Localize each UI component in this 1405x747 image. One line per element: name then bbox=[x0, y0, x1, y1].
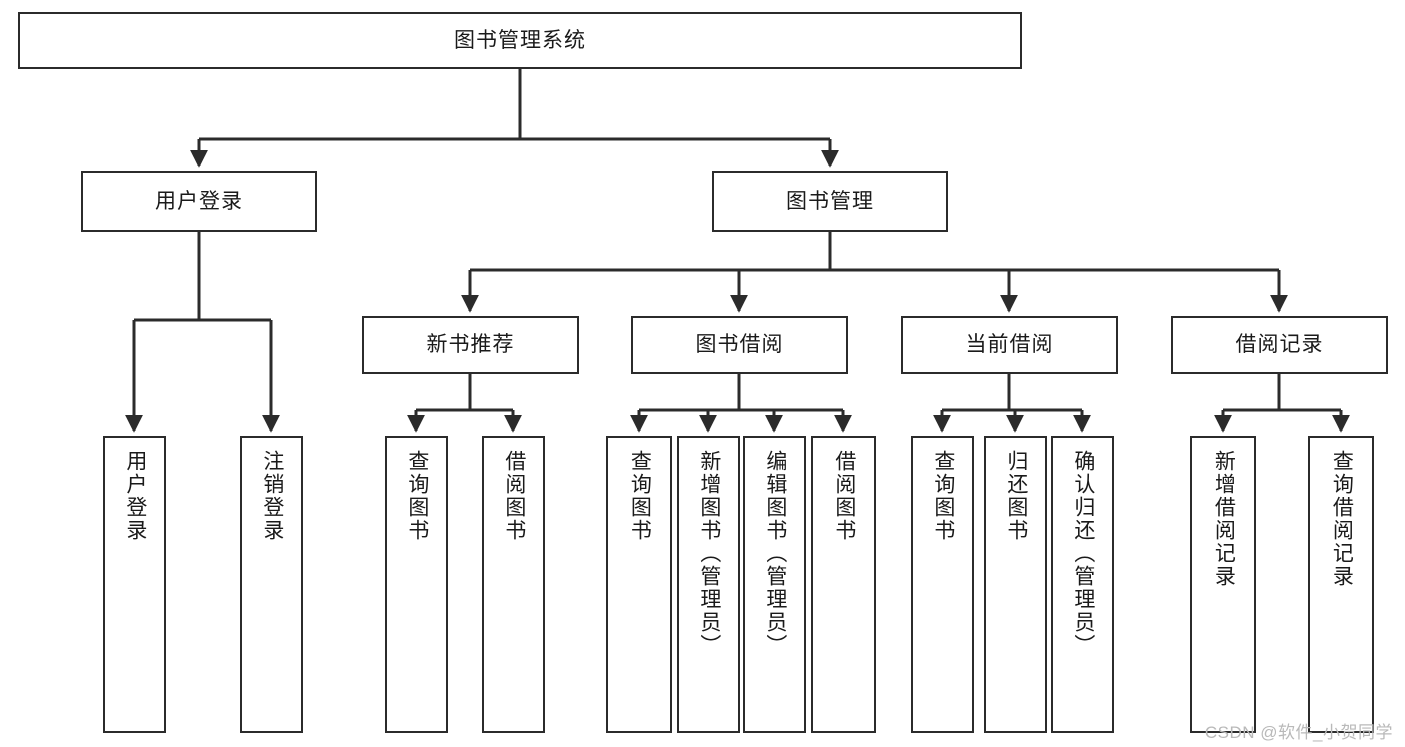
node-new-book-recommend[interactable]: 新书推荐 bbox=[362, 316, 579, 374]
leaf-add-borrow-record-label: 新增借阅记录 bbox=[1212, 450, 1236, 588]
leaf-query-book-borrow-label: 查询图书 bbox=[628, 450, 652, 542]
node-user-login-label: 用户登录 bbox=[155, 189, 243, 213]
leaf-logout[interactable]: 注销登录 bbox=[240, 436, 303, 733]
leaf-borrow-book-newbook[interactable]: 借阅图书 bbox=[482, 436, 545, 733]
node-user-login[interactable]: 用户登录 bbox=[81, 171, 317, 232]
leaf-add-borrow-record[interactable]: 新增借阅记录 bbox=[1190, 436, 1256, 733]
node-book-management[interactable]: 图书管理 bbox=[712, 171, 948, 232]
node-borrow-record[interactable]: 借阅记录 bbox=[1171, 316, 1388, 374]
leaf-user-login[interactable]: 用户登录 bbox=[103, 436, 166, 733]
node-current-borrow[interactable]: 当前借阅 bbox=[901, 316, 1118, 374]
leaf-borrow-book-label: 借阅图书 bbox=[832, 450, 856, 542]
leaf-confirm-return-admin[interactable]: 确认归还（管理员） bbox=[1051, 436, 1114, 733]
leaf-borrow-book-newbook-label: 借阅图书 bbox=[502, 450, 526, 542]
node-root-label: 图书管理系统 bbox=[454, 28, 586, 52]
leaf-query-book-newbook[interactable]: 查询图书 bbox=[385, 436, 448, 733]
leaf-confirm-return-admin-label: 确认归还（管理员） bbox=[1071, 450, 1095, 657]
leaf-return-book[interactable]: 归还图书 bbox=[984, 436, 1047, 733]
watermark: CSDN @软件_小贺同学 bbox=[1204, 723, 1393, 742]
leaf-query-borrow-record[interactable]: 查询借阅记录 bbox=[1308, 436, 1374, 733]
node-book-borrow[interactable]: 图书借阅 bbox=[631, 316, 848, 374]
node-borrow-record-label: 借阅记录 bbox=[1235, 333, 1324, 357]
leaf-user-login-label: 用户登录 bbox=[123, 450, 147, 542]
leaf-query-book-borrow[interactable]: 查询图书 bbox=[606, 436, 672, 733]
leaf-query-book-current-label: 查询图书 bbox=[931, 450, 955, 542]
leaf-query-borrow-record-label: 查询借阅记录 bbox=[1330, 450, 1354, 588]
leaf-edit-book-admin[interactable]: 编辑图书（管理员） bbox=[743, 436, 806, 733]
leaf-add-book-admin[interactable]: 新增图书（管理员） bbox=[677, 436, 740, 733]
leaf-logout-label: 注销登录 bbox=[260, 450, 284, 542]
leaf-edit-book-admin-label: 编辑图书（管理员） bbox=[763, 450, 787, 657]
leaf-add-book-admin-label: 新增图书（管理员） bbox=[697, 450, 721, 657]
node-root[interactable]: 图书管理系统 bbox=[18, 12, 1022, 69]
node-book-management-label: 图书管理 bbox=[786, 189, 874, 213]
leaf-borrow-book[interactable]: 借阅图书 bbox=[811, 436, 876, 733]
node-current-borrow-label: 当前借阅 bbox=[965, 333, 1054, 357]
leaf-query-book-newbook-label: 查询图书 bbox=[405, 450, 429, 542]
node-book-borrow-label: 图书借阅 bbox=[695, 333, 784, 357]
leaf-return-book-label: 归还图书 bbox=[1004, 450, 1028, 542]
node-new-book-recommend-label: 新书推荐 bbox=[426, 333, 515, 357]
leaf-query-book-current[interactable]: 查询图书 bbox=[911, 436, 974, 733]
